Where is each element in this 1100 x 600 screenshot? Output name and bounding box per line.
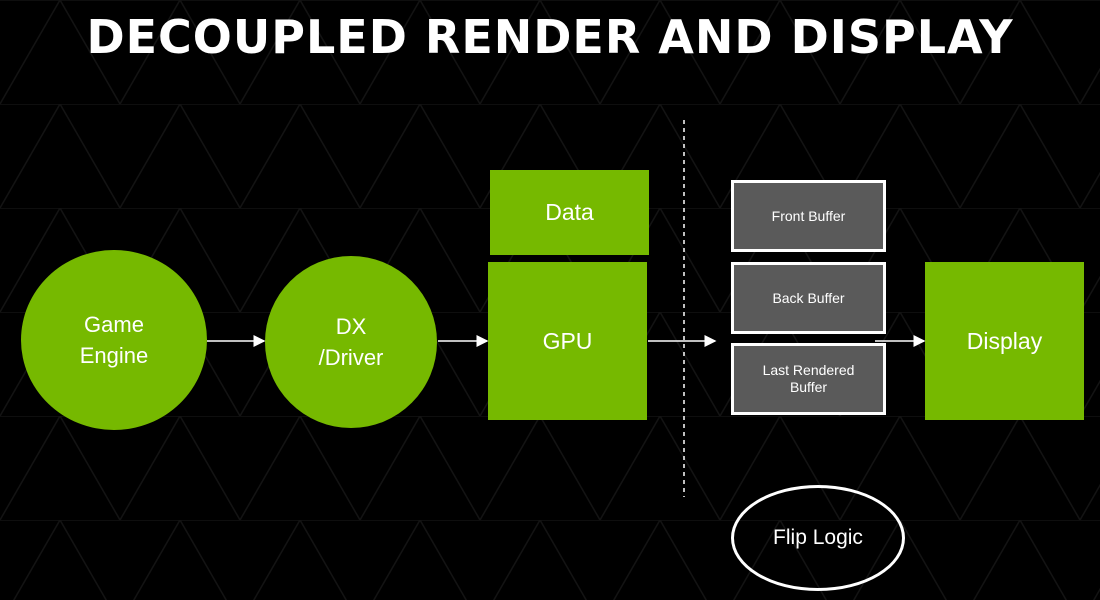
dx-driver-label-line1: DX xyxy=(335,314,367,339)
dx-driver-label-line2: /Driver xyxy=(318,345,384,370)
back-buffer-box: Back Buffer xyxy=(731,262,886,334)
page-title: DECOUPLED RENDER AND DISPLAY xyxy=(86,10,1014,64)
display-box: Display xyxy=(925,262,1084,420)
gpu-box: GPU xyxy=(488,262,647,420)
front-buffer-box: Front Buffer xyxy=(731,180,886,252)
game-engine-label-line1: Game xyxy=(84,312,144,337)
last-rendered-buffer-box: Last Rendered Buffer xyxy=(731,343,886,415)
data-box: Data xyxy=(490,170,649,255)
flip-logic-ellipse: Flip Logic xyxy=(731,485,905,591)
game-engine-node: Game Engine xyxy=(21,250,207,430)
game-engine-label-line2: Engine xyxy=(79,343,149,368)
dx-driver-node: DX /Driver xyxy=(265,256,437,428)
last-rendered-label-line2: Buffer xyxy=(789,379,828,395)
last-rendered-label-line1: Last Rendered xyxy=(762,362,855,378)
